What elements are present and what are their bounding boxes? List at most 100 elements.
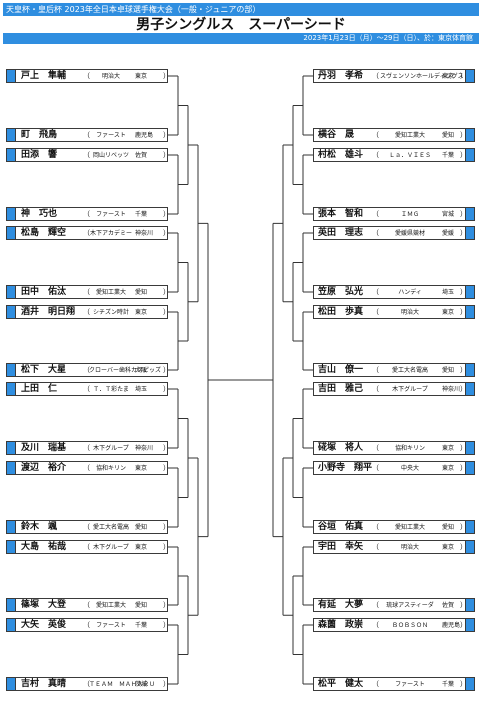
paren-close: ） xyxy=(163,71,167,82)
player-prefecture: 東京 xyxy=(135,309,148,316)
player-name: 鈴木 颯 xyxy=(21,522,58,532)
player-prefecture: 茨城 xyxy=(135,681,148,688)
seed-marker xyxy=(7,383,16,395)
player-affiliation: ファースト xyxy=(96,211,126,218)
player-name: 森薗 政崇 xyxy=(318,620,364,630)
player-name: 松平 健太 xyxy=(318,679,364,689)
paren-close: ） xyxy=(163,209,167,220)
paren-close: ） xyxy=(163,228,167,239)
seed-marker xyxy=(7,521,16,533)
paren-close: ） xyxy=(163,463,167,474)
seed-marker xyxy=(7,442,16,454)
paren-open: （ xyxy=(83,601,90,609)
player-affiliation: 木下グループ xyxy=(93,445,129,452)
seed-marker xyxy=(465,541,474,553)
player-name: 吉村 真晴 xyxy=(21,679,67,689)
paren-close: ） xyxy=(460,621,467,629)
player-affiliation: 協和キリン xyxy=(95,465,126,472)
seed-marker xyxy=(465,442,474,454)
seed-marker xyxy=(465,619,474,631)
player-affiliation: 協和キリン xyxy=(394,445,425,452)
paren-open: （ xyxy=(83,229,90,237)
paren-close: ） xyxy=(163,150,167,161)
seed-marker xyxy=(7,149,16,161)
player-affiliation: ＩＭＧ xyxy=(400,211,419,218)
paren-open: （ xyxy=(372,464,379,472)
seed-marker xyxy=(465,306,474,318)
player-prefecture: 東京 xyxy=(135,544,148,551)
player-prefecture: 神奈川 xyxy=(135,230,154,237)
player-name: 宇田 幸矢 xyxy=(318,542,364,552)
seed-marker xyxy=(7,70,16,82)
paren-close: ） xyxy=(163,522,167,533)
seed-marker xyxy=(7,208,16,220)
player-affiliation: Ｌａ．ＶＩＥＳ xyxy=(388,152,431,159)
player-affiliation: 明治大 xyxy=(400,309,419,316)
player-entry-right-16: 松平 健太（ファースト千葉） xyxy=(313,677,475,691)
player-name: 吉田 雅己 xyxy=(318,384,364,394)
player-name: 松田 歩真 xyxy=(318,307,364,317)
seed-marker xyxy=(465,462,474,474)
seed-marker xyxy=(7,599,16,611)
paren-close: ） xyxy=(460,72,467,80)
seed-marker xyxy=(465,383,474,395)
paren-open: （ xyxy=(83,131,90,139)
player-name: 上田 仁 xyxy=(21,384,58,394)
player-name: 大島 祐哉 xyxy=(21,542,67,552)
player-affiliation: シチズン時計 xyxy=(92,309,129,316)
player-prefecture: 神奈川 xyxy=(442,386,461,393)
paren-close: ） xyxy=(163,600,167,611)
player-affiliation: 岡山リベッツ xyxy=(92,152,129,159)
tournament-header: 天皇杯・皇后杯 2023年全日本卓球選手権大会（一般・ジュニアの部） xyxy=(3,3,479,16)
paren-open: （ xyxy=(83,72,90,80)
paren-close: ） xyxy=(460,210,467,218)
paren-close: ） xyxy=(163,130,167,141)
player-prefecture: 愛知 xyxy=(442,132,455,139)
player-name: 田添 響 xyxy=(21,150,58,160)
paren-close: ） xyxy=(460,131,467,139)
player-affiliation: 琉球アスティーダ xyxy=(386,602,434,609)
paren-close: ） xyxy=(460,151,467,159)
player-prefecture: 千葉 xyxy=(135,622,148,629)
player-name: 吉山 僚一 xyxy=(318,365,364,375)
paren-close: ） xyxy=(460,543,467,551)
player-affiliation: 愛工大名電高 xyxy=(92,524,129,531)
paren-open: （ xyxy=(83,151,90,159)
paren-open: （ xyxy=(83,621,90,629)
player-affiliation: 木下アカデミー xyxy=(89,230,132,237)
player-prefecture: 東京 xyxy=(135,73,148,80)
paren-close: ） xyxy=(460,308,467,316)
paren-close: ） xyxy=(460,464,467,472)
player-entry-right-1: 丹羽 孝希（スヴェンソンホールディングス東京） xyxy=(313,69,475,83)
player-name: 笠原 弘光 xyxy=(318,287,364,297)
player-name: 戸上 隼輔 xyxy=(21,71,67,81)
player-prefecture: 東京 xyxy=(135,465,148,472)
player-name: 神 巧也 xyxy=(21,209,58,219)
date-venue-bar: 2023年1月23日（月）～29日（日）、於：東京体育館 xyxy=(3,33,479,44)
seed-marker xyxy=(465,521,474,533)
player-affiliation: ＢＯＢＳＯＮ xyxy=(391,622,428,629)
player-entry-right-9: 吉田 雅己（木下グループ神奈川） xyxy=(313,382,475,396)
paren-close: ） xyxy=(163,443,167,454)
player-affiliation: 愛媛県競材 xyxy=(394,230,425,237)
paren-open: （ xyxy=(372,523,379,531)
player-affiliation: 木下グループ xyxy=(392,386,428,393)
player-prefecture: 千葉 xyxy=(442,152,455,159)
paren-open: （ xyxy=(372,543,379,551)
paren-close: ） xyxy=(163,365,167,376)
player-name: 硴塚 将人 xyxy=(318,443,364,453)
seed-marker xyxy=(7,286,16,298)
player-entry-right-2: 横谷 晟（愛知工業大愛知） xyxy=(313,128,475,142)
player-affiliation: Ｔ．Ｔ彩たま xyxy=(93,386,129,393)
